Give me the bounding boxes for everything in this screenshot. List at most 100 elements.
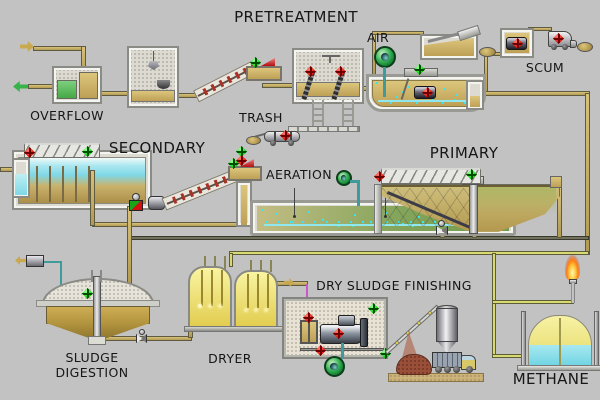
press-alarm[interactable]: [333, 328, 344, 339]
trash-hopper: [246, 66, 282, 81]
label-methane: METHANE: [512, 370, 590, 388]
primary-center-column: [469, 184, 478, 234]
secondary-truss-bridge: [24, 143, 100, 158]
secondary-bridge-alarm[interactable]: [24, 147, 35, 158]
pipe-aeration-air-h: [350, 180, 359, 183]
grit-tank-water: [372, 80, 480, 107]
secondary-outfall-water: [15, 174, 27, 195]
primary-surface-line: [376, 185, 558, 187]
grit-platform-status-ok[interactable]: [414, 64, 425, 75]
pipe-sludge-main-h: [127, 236, 589, 240]
hopper-chute-flow: [241, 185, 247, 225]
pipe-gas-methane-v: [492, 253, 496, 358]
scum-truck-bumper: [570, 40, 577, 48]
overflow-chamber-raw: [79, 72, 98, 99]
influent-arrow-icon: [20, 41, 34, 52]
secondary-bridge-ok[interactable]: [82, 146, 93, 157]
primary-bridge-alarm[interactable]: [374, 171, 385, 182]
dryer-tubes-top-2: [242, 260, 272, 272]
trash-status-ok[interactable]: [236, 146, 247, 157]
aeration-sparger: [264, 224, 502, 226]
flare-flame-icon: [565, 252, 580, 281]
screen-channel: [296, 82, 360, 97]
primary-valve-knob[interactable]: [438, 220, 445, 227]
room-status-ok[interactable]: [368, 303, 379, 314]
dryer-out-arrow-icon: [284, 278, 294, 287]
primary-left-wall: [374, 184, 382, 234]
label-sludge: SLUDGE: [65, 350, 119, 365]
heading-primary: PRIMARY: [429, 144, 499, 162]
tank-cradle-right: [594, 311, 599, 367]
scum-truck-alarm[interactable]: [553, 33, 564, 44]
pipe-influent-h: [33, 46, 85, 51]
sludge-chute-icon: [240, 159, 254, 167]
screen-support-1: [312, 100, 324, 128]
label-air: AIR: [366, 30, 390, 45]
primary-bridge-ok[interactable]: [466, 169, 477, 180]
trash-hopper-status-ok[interactable]: [250, 57, 261, 68]
digester-feed-box: [26, 255, 44, 267]
scum-pump-alarm[interactable]: [512, 38, 523, 49]
hoist-hook-icon: [329, 57, 331, 63]
ground-strip: [388, 373, 484, 382]
aeration-blower-icon[interactable]: [336, 170, 352, 186]
label-dryer: DRYER: [208, 351, 252, 366]
digester-valve-knob[interactable]: [139, 329, 145, 335]
silo-body: [436, 308, 458, 342]
pipe-gas-flare-h: [492, 300, 574, 304]
trash-status-alarm[interactable]: [236, 155, 247, 166]
label-dry-sludge-finishing: DRY SLUDGE FINISHING: [316, 278, 472, 293]
trash-cart-band: [274, 131, 276, 142]
label-digestion: DIGESTION: [55, 365, 129, 380]
finishing-blower-icon[interactable]: [324, 356, 345, 377]
polymer-vessel-divider: [308, 322, 310, 342]
aeration-bubbles: [262, 209, 264, 211]
air-blower-icon[interactable]: [374, 46, 396, 68]
pipe-gas-main-h: [229, 251, 589, 255]
label-aeration: AERATION: [266, 167, 332, 182]
vessel-alarm[interactable]: [303, 312, 314, 323]
scum-truck-wheel-2: [562, 44, 568, 50]
pipe-gas-dryer-v: [229, 253, 233, 267]
trash-cart-alarm[interactable]: [280, 130, 291, 141]
dry-sludge-pile: [396, 354, 432, 375]
bar-screen-2-alarm[interactable]: [335, 66, 346, 77]
sludge-hopper-ok[interactable]: [228, 158, 239, 169]
primary-truss-bridge: [381, 168, 481, 184]
digester-status-ok[interactable]: [82, 288, 93, 299]
grit-pump-alarm[interactable]: [422, 87, 433, 98]
truck-wheel-2: [444, 366, 451, 373]
bar-screen-1-alarm[interactable]: [305, 66, 316, 77]
dryer-tubes-1: [193, 270, 227, 306]
tank-cradle-base: [517, 365, 600, 371]
label-overflow: OVERFLOW: [30, 108, 104, 123]
screen-support-2: [342, 100, 354, 128]
sludge-valve[interactable]: [129, 200, 143, 211]
pipe-classifier-riser-h: [372, 31, 424, 35]
secondary-skimmer-bars: [36, 166, 100, 202]
truck-wheel-3: [453, 366, 460, 373]
pipe-feedbox-v: [60, 261, 62, 294]
pipe-right-drop-v: [585, 93, 590, 255]
conveyor-light-4: [428, 311, 432, 315]
flare-stack: [571, 283, 575, 303]
press-endcap: [360, 318, 368, 347]
pipe-feedbox-h: [44, 261, 62, 263]
pipe-overflow-out: [28, 84, 54, 89]
conveyor-light-3: [417, 321, 421, 325]
pipe-screwtop-to-screens: [262, 83, 296, 88]
pipe-air-v: [383, 67, 386, 97]
room-lower-alarm[interactable]: [315, 345, 326, 356]
conveyor-light-2: [406, 331, 410, 335]
grit-building-channel: [131, 90, 175, 102]
pipe-ras-h: [92, 222, 254, 227]
truck-wheel-1: [435, 366, 442, 373]
grit-pile-icon: [479, 47, 496, 57]
trash-cart-band2: [290, 131, 292, 142]
digester-vent-1: [91, 270, 93, 282]
dryer-glow: [198, 304, 202, 308]
sparger-bubbles: [266, 221, 268, 223]
pipe-grit-outlet-h: [480, 91, 590, 96]
overflow-discharge-arrow-icon: [13, 81, 28, 92]
